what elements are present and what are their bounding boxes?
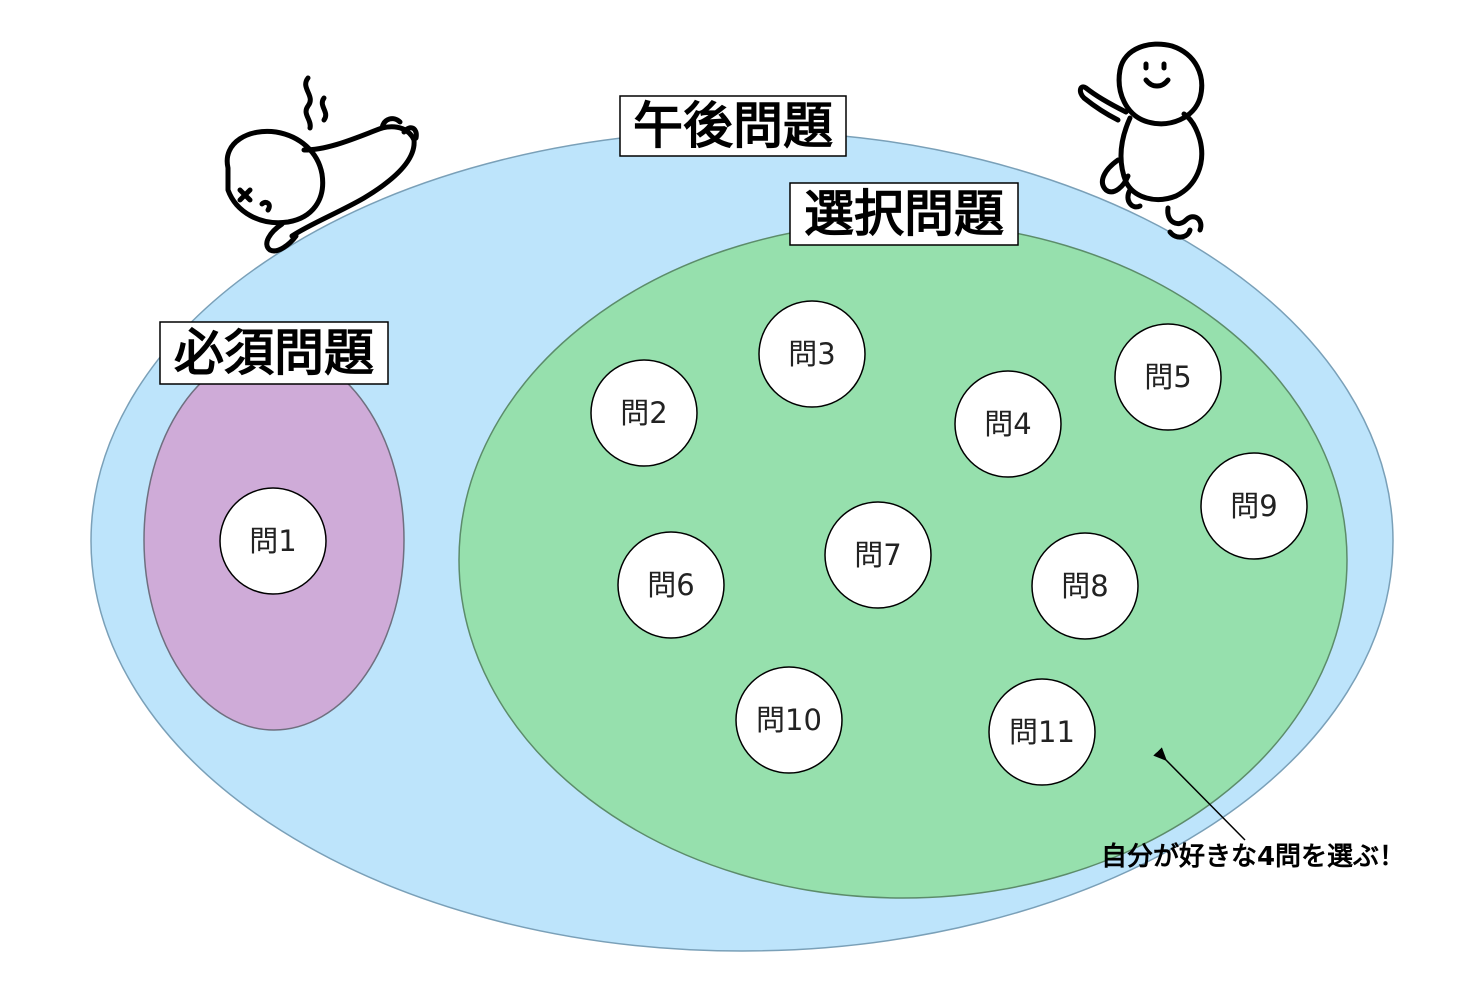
annotation-arrow	[1153, 747, 1246, 841]
elective-title-text: 選択問題	[804, 185, 1004, 243]
question-circle-shape	[735, 666, 843, 774]
question-circle-2: 問2	[590, 359, 698, 467]
collapsed-character-icon	[224, 75, 419, 254]
question-circle-shape	[758, 300, 866, 408]
jumping-character-icon	[1077, 41, 1205, 240]
question-circle-3: 問3	[758, 300, 866, 408]
question-circle-shape	[1200, 452, 1308, 560]
question-label: 問1	[249, 524, 296, 558]
question-circle-shape	[1031, 532, 1139, 640]
question-label: 問7	[854, 538, 901, 572]
question-label: 問10	[756, 703, 822, 737]
question-circle-7: 問7	[824, 501, 932, 609]
question-circle-5: 問5	[1114, 323, 1222, 431]
question-circle-shape	[617, 531, 725, 639]
question-circle-9: 問9	[1200, 452, 1308, 560]
required-title: 必須問題	[159, 321, 389, 385]
question-label: 問9	[1230, 489, 1277, 523]
question-circle-shape	[590, 359, 698, 467]
question-label: 問8	[1061, 569, 1108, 603]
afternoon-title-text: 午後問題	[633, 97, 833, 155]
question-circle-8: 問8	[1031, 532, 1139, 640]
question-label: 問11	[1009, 715, 1075, 749]
question-label: 問3	[788, 337, 835, 371]
question-label: 問2	[620, 396, 667, 430]
question-circle-shape	[954, 370, 1062, 478]
question-circle-1: 問1	[219, 487, 327, 595]
question-circle-6: 問6	[617, 531, 725, 639]
question-label: 問4	[984, 407, 1031, 441]
question-circle-shape	[219, 487, 327, 595]
question-circle-shape	[824, 501, 932, 609]
question-circle-shape	[988, 678, 1096, 786]
question-label: 問6	[647, 568, 694, 602]
annotation-text: 自分が好きな4問を選ぶ！	[1101, 841, 1405, 872]
afternoon-title: 午後問題	[619, 95, 847, 157]
question-label: 問5	[1144, 360, 1191, 394]
elective-title: 選択問題	[789, 182, 1019, 246]
question-circle-10: 問10	[735, 666, 843, 774]
required-title-text: 必須問題	[174, 324, 374, 382]
question-circles: 問1 問2 問3 問4 問5 問6 問7 問8 問9 問10 問11	[219, 300, 1308, 786]
question-circle-11: 問11	[988, 678, 1096, 786]
question-circle-shape	[1114, 323, 1222, 431]
question-circle-4: 問4	[954, 370, 1062, 478]
